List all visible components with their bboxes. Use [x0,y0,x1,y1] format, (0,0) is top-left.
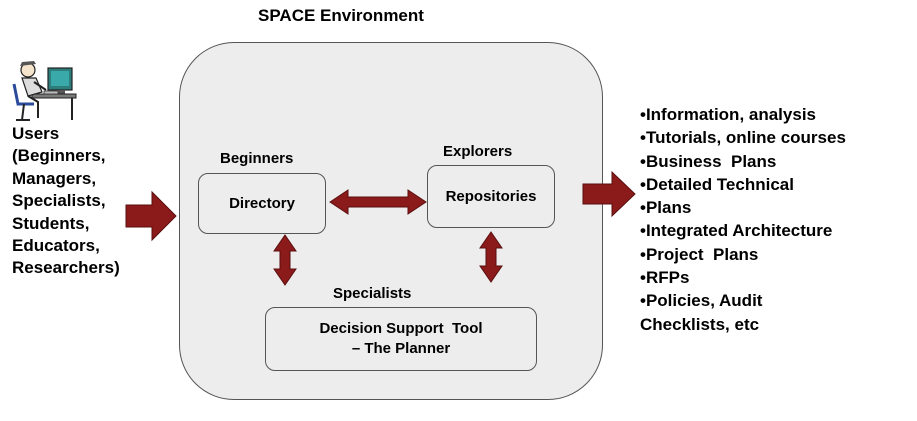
beginners-label: Beginners [220,150,294,167]
planner-label-line2: – The Planner [351,340,451,357]
output-item: •RFPs [640,268,690,288]
users-line: Users [12,124,60,143]
repositories-planner-arrow [479,231,503,283]
users-line: (Beginners, [12,146,106,166]
outputs-list: •Information, analysis •Tutorials, onlin… [640,103,846,336]
directory-label: Directory [229,194,295,212]
planner-box: Decision Support Tool – The Planner [265,307,537,371]
specialists-label: Specialists [333,285,412,302]
users-list: Users (Beginners, Managers, Specialists,… [12,123,120,280]
diagram-title: SPACE Environment [258,6,424,25]
output-item: •Information, analysis [640,105,816,124]
input-arrow [125,190,177,242]
users-line: Researchers) [12,258,120,278]
output-arrow [582,170,636,218]
repositories-box: Repositories [427,165,555,228]
output-item: •Project Plans [640,244,759,264]
output-item: •Business Plans [640,151,777,171]
output-item: •Plans [640,198,692,218]
output-item: Checklists, etc [640,314,760,334]
output-item: •Integrated Architecture [640,221,833,241]
explorers-label: Explorers [443,143,513,160]
users-line: Educators, [12,236,100,256]
output-item: •Tutorials, online courses [640,128,846,148]
output-item: •Policies, Audit [640,291,763,311]
users-line: Specialists, [12,191,106,211]
person-at-computer-icon [12,61,77,121]
directory-planner-arrow [273,234,297,286]
repositories-label: Repositories [445,187,537,205]
directory-box: Directory [198,173,326,234]
users-line: Students, [12,213,90,233]
users-line: Managers, [12,168,97,188]
directory-repositories-arrow [329,189,427,215]
output-item: •Detailed Technical [640,174,794,194]
planner-label-line1: Decision Support Tool [319,320,483,337]
